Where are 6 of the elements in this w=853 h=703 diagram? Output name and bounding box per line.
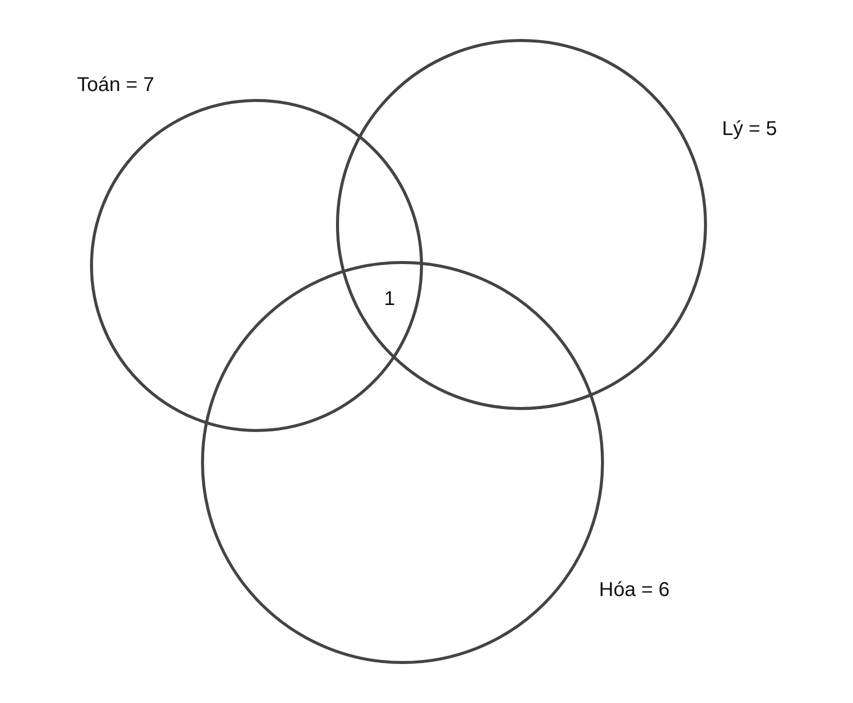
venn-circle <box>90 98 422 432</box>
set-label: Hóa = 6 <box>599 578 670 602</box>
set-label: Lý = 5 <box>722 117 778 141</box>
set-label: Toán = 7 <box>77 73 154 97</box>
venn-circle <box>336 38 706 410</box>
intersection-count: 1 <box>384 287 396 311</box>
